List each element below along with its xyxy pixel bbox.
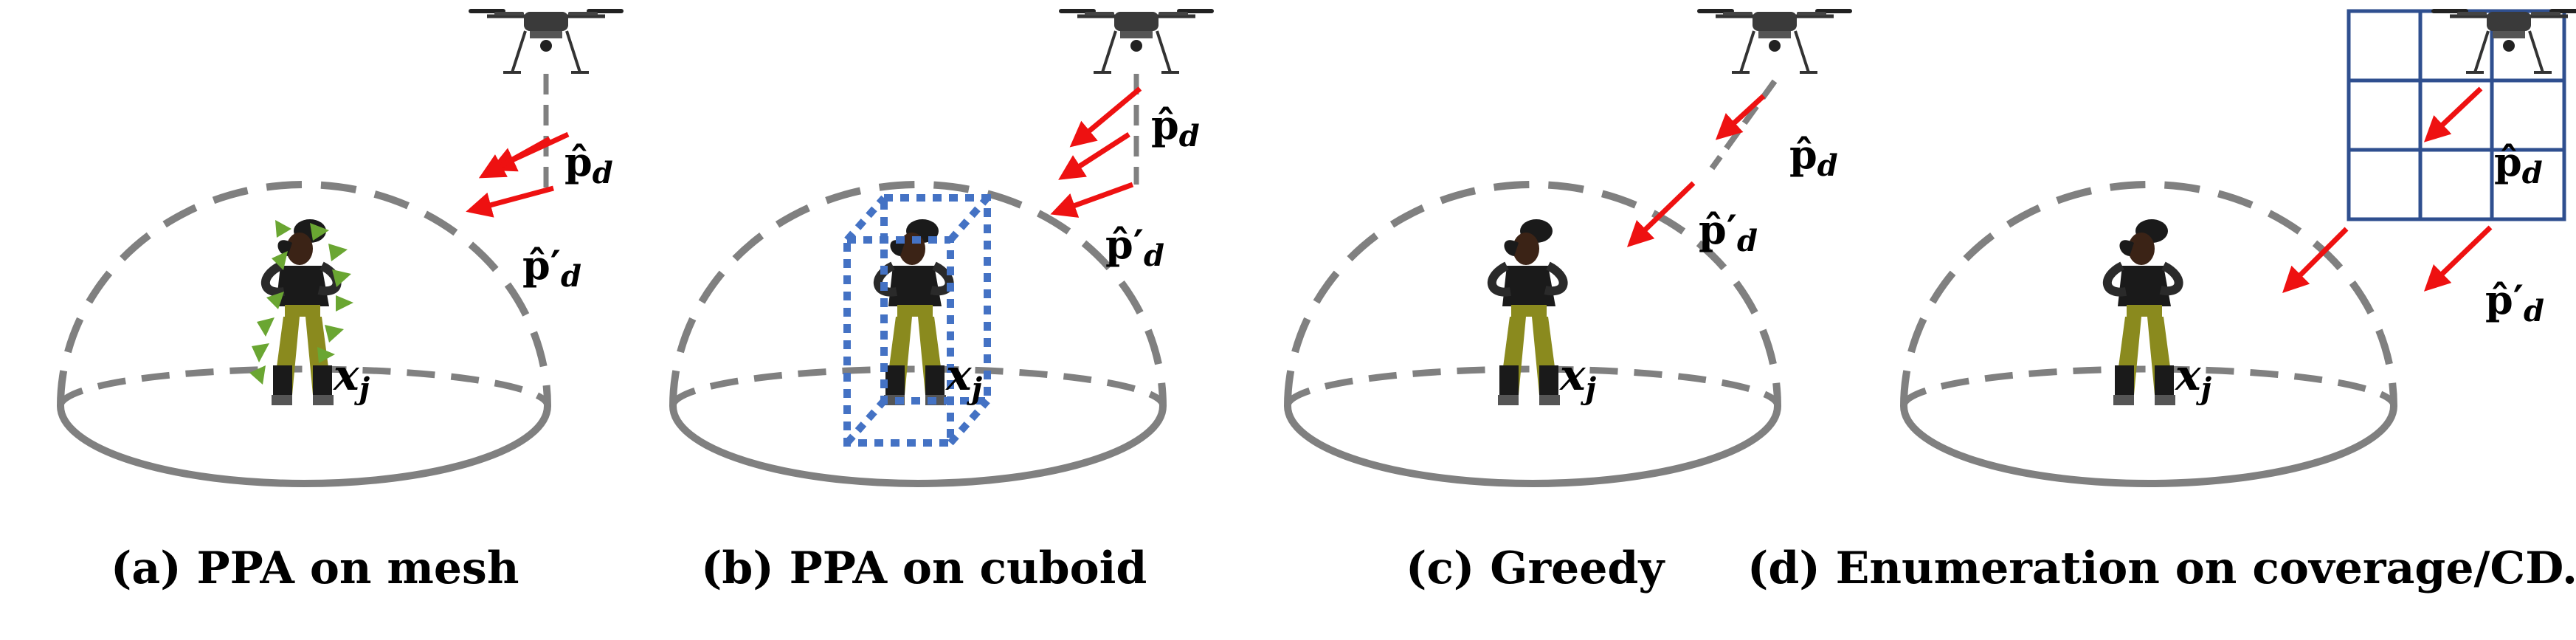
caption-panel-c: (c) Greedy: [1406, 543, 1665, 594]
dome-base-front: [669, 405, 1167, 487]
drone-icon: [1697, 9, 1852, 72]
dome-base-back: [57, 365, 551, 407]
dome-arc: [1900, 181, 2397, 407]
dome-base-front: [57, 405, 551, 487]
view-arrow: [1069, 86, 1142, 148]
p-prime-subscript: d: [561, 259, 581, 294]
svg-text:p̂d: p̂d: [1151, 101, 1200, 154]
drone-tether: [1709, 79, 1778, 171]
x-label: x: [945, 350, 973, 400]
bounding-cuboid: [843, 194, 991, 447]
human-figure-icon: [266, 219, 337, 405]
view-arrow: [1058, 132, 1130, 180]
dome-arc: [1284, 181, 1781, 407]
panel-a: p̂d p̂′d xj: [57, 9, 624, 487]
drone-icon: [1059, 9, 1214, 72]
view-arrow: [1050, 182, 1134, 218]
view-arrow: [478, 136, 551, 179]
view-arrow: [2423, 86, 2483, 142]
dome-base-back: [669, 365, 1167, 407]
caption-panel-b: (b) PPA on cuboid: [701, 543, 1147, 594]
svg-text:xj: xj: [2174, 350, 2212, 406]
mesh-surface: [249, 220, 353, 385]
svg-text:xj: xj: [332, 350, 370, 406]
p-prime-subscript: d: [1144, 238, 1164, 273]
panel-b: p̂d p̂′d xj: [669, 9, 1214, 487]
p-label: p̂: [564, 138, 593, 185]
view-arrow: [466, 185, 554, 218]
p-prime-label: p̂′: [522, 241, 561, 289]
p-prime-label: p̂′: [1699, 206, 1737, 253]
view-arrow: [1715, 94, 1766, 140]
p-prime-label: p̂′: [2485, 276, 2524, 323]
p-subscript: d: [593, 156, 613, 190]
caption-panel-a: (a) PPA on mesh: [111, 543, 519, 594]
caption-panel-d: (d) Enumeration on coverage/CD.: [1747, 543, 2576, 594]
svg-text:p̂d: p̂d: [2494, 138, 2543, 190]
dome-base-back: [1900, 365, 2397, 407]
svg-text:xj: xj: [1558, 350, 1597, 406]
x-label: x: [2174, 350, 2202, 400]
p-prime-label: p̂′: [1105, 221, 1144, 268]
view-arrow: [1626, 181, 1696, 247]
p-label: p̂: [2494, 138, 2522, 185]
human-figure-icon: [1492, 219, 1564, 405]
view-arrow: [2423, 225, 2493, 292]
x-label: x: [1558, 350, 1586, 400]
p-label: p̂: [1151, 101, 1179, 148]
x-label: x: [332, 350, 360, 400]
p-subscript: d: [1179, 119, 1200, 154]
svg-text:p̂d: p̂d: [1789, 131, 1838, 183]
dome-base-back: [1284, 365, 1781, 407]
p-subscript: d: [2522, 156, 2543, 190]
drone-icon: [469, 9, 624, 72]
drone-icon: [2431, 9, 2576, 72]
svg-text:p̂′d: p̂′d: [2485, 276, 2544, 328]
dome-arc: [57, 181, 551, 407]
svg-text:p̂′d: p̂′d: [1699, 206, 1758, 258]
svg-text:p̂d: p̂d: [564, 138, 613, 190]
p-subscript: d: [1817, 148, 1838, 183]
dome-base-front: [1284, 405, 1781, 487]
dome-base-front: [1900, 405, 2397, 487]
p-label: p̂: [1789, 131, 1817, 178]
svg-text:xj: xj: [945, 350, 983, 406]
svg-text:p̂′d: p̂′d: [1105, 221, 1164, 273]
svg-text:p̂′d: p̂′d: [522, 241, 581, 294]
human-figure-icon: [2107, 219, 2179, 405]
p-prime-subscript: d: [1737, 224, 1758, 258]
panel-c: p̂d p̂′d xj: [1284, 9, 1852, 487]
view-arrow: [2282, 227, 2349, 293]
dome-arc: [669, 181, 1167, 407]
human-figure-icon: [878, 219, 950, 405]
panel-d: p̂d p̂′d xj: [1900, 9, 2576, 487]
p-prime-subscript: d: [2524, 294, 2544, 328]
